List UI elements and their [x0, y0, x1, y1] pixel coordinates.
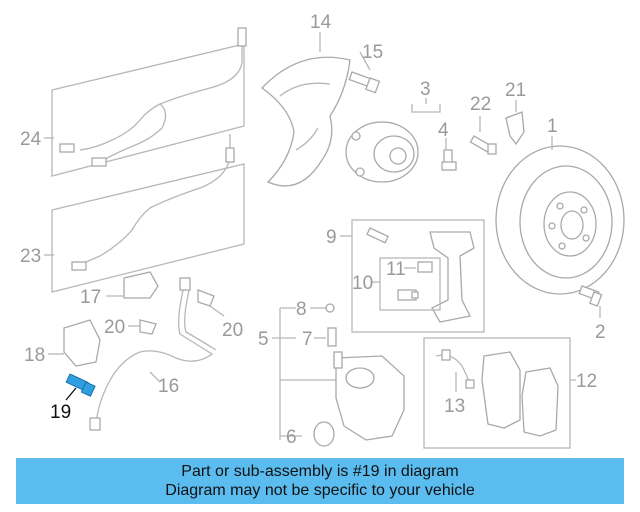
label-18: 18	[24, 345, 45, 366]
part-15-bolt	[348, 71, 381, 94]
part-6-seal	[313, 421, 335, 447]
label-21: 21	[505, 80, 526, 101]
label-11: 11	[386, 259, 406, 280]
part-3-hub-bearing	[345, 121, 419, 183]
label-4: 4	[438, 120, 449, 141]
part-20-clip-left	[139, 319, 157, 335]
banner-line-2: Diagram may not be specific to your vehi…	[165, 482, 475, 499]
part-2-bolt	[578, 285, 603, 307]
label-24: 24	[20, 129, 42, 150]
label-7: 7	[302, 329, 313, 350]
part-23-wire-harness	[51, 134, 245, 293]
part-20-clip-right	[197, 289, 215, 307]
part-14-splash-shield	[261, 56, 351, 187]
label-14: 14	[310, 12, 332, 33]
part-17-bracket	[123, 271, 159, 299]
label-22: 22	[470, 94, 491, 115]
part-18-bracket	[63, 319, 101, 367]
label-6: 6	[286, 427, 297, 448]
part-22-bolt	[469, 135, 497, 155]
part-4-bolt	[441, 149, 457, 171]
part-16-brake-hose	[89, 277, 217, 431]
label-12: 12	[576, 371, 597, 392]
label-10: 10	[352, 273, 373, 294]
label-5: 5	[258, 329, 269, 350]
part-21-sensor	[505, 111, 525, 146]
group-box-10	[379, 257, 441, 311]
label-9: 9	[326, 227, 337, 248]
group-box-9	[351, 219, 485, 333]
info-banner: Part or sub-assembly is #19 in diagram D…	[16, 458, 624, 504]
label-15: 15	[362, 42, 383, 63]
part-24-wire-harness	[51, 27, 247, 177]
label-20-right: 20	[222, 320, 243, 341]
label-8: 8	[296, 299, 307, 320]
label-20-left: 20	[104, 317, 125, 338]
part-19-bolt-head	[80, 381, 96, 397]
part-8-bleeder-cap	[325, 303, 335, 313]
part-13-wear-sensor	[435, 349, 475, 389]
banner-line-1: Part or sub-assembly is #19 in diagram	[181, 463, 459, 480]
part-7-bleeder	[327, 327, 337, 347]
part-12-brake-pads	[481, 351, 559, 437]
group-box-12	[423, 337, 571, 449]
part-9-caliper-bracket	[366, 227, 475, 323]
part-11-guide-pin	[397, 261, 433, 301]
part-5-caliper	[333, 351, 405, 441]
part-1-brake-rotor	[495, 145, 625, 295]
parts-diagram: 24 23 14 15 3 4 22	[20, 12, 625, 449]
label-1: 1	[547, 116, 558, 137]
label-2: 2	[595, 322, 606, 343]
label-17: 17	[80, 287, 101, 308]
label-13: 13	[444, 396, 465, 417]
label-16: 16	[158, 376, 179, 397]
label-23: 23	[20, 246, 41, 267]
label-19[interactable]: 19	[50, 402, 71, 423]
label-3: 3	[420, 79, 431, 100]
part-19-bolt-highlighted[interactable]	[65, 373, 96, 397]
